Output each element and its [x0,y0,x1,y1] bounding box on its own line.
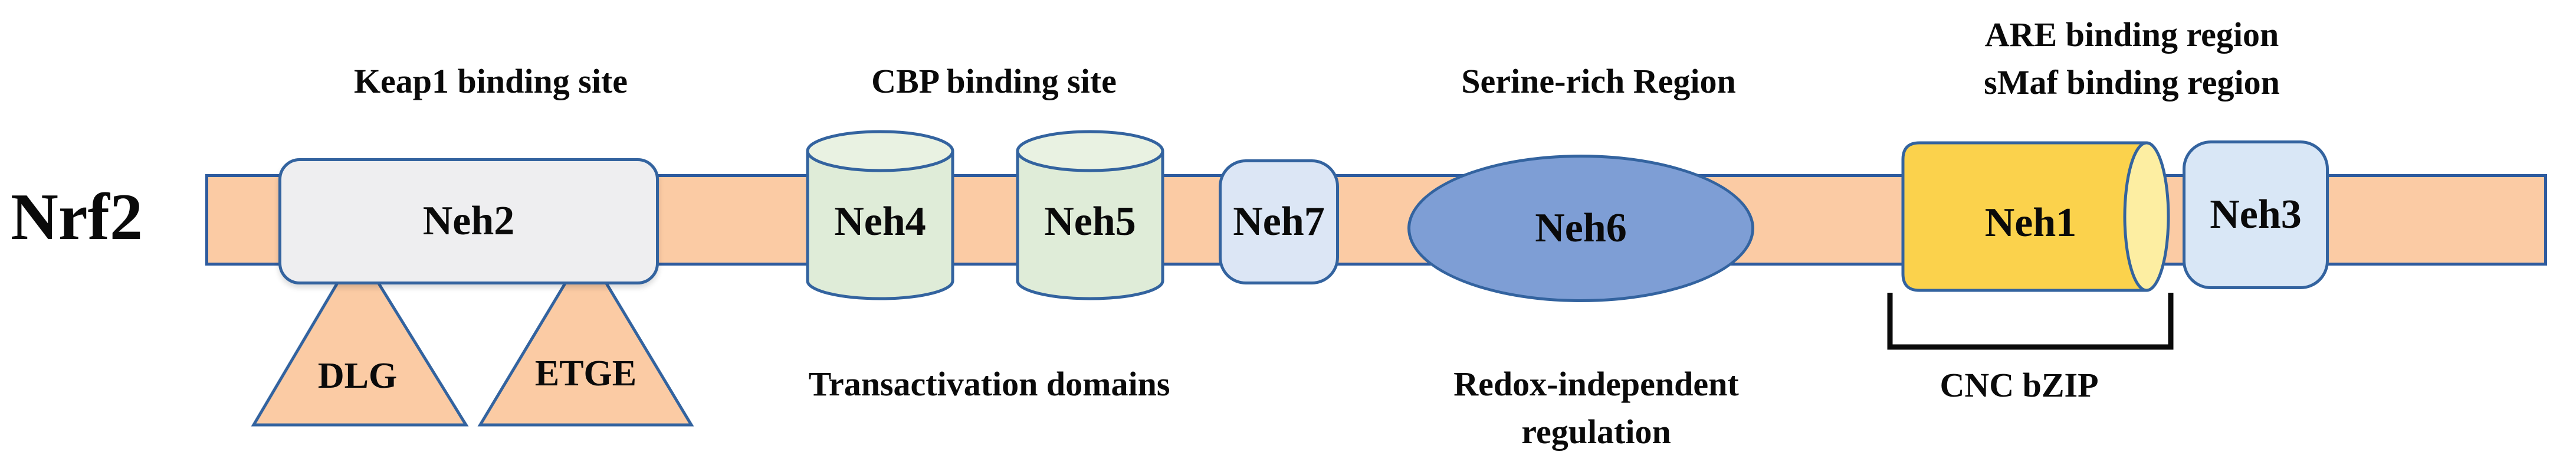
domain-neh5-cylinder [1016,130,1164,300]
domain-neh6-label: Neh6 [1535,205,1627,251]
smaf-binding-region-line: sMaf binding region [1984,63,2280,102]
redox-independent-line: Redox-independent [1453,365,1739,403]
protein-name: Nrf2 [11,181,143,254]
keap1-binding-site-label: Keap1 binding site [353,62,628,100]
regulation-line: regulation [1521,413,1671,451]
cnc-bzip-label: CNC bZIP [1940,366,2099,404]
dlg-motif-label: DLG [317,356,398,396]
are-binding-region-line: ARE binding region [1984,15,2279,54]
domain-neh7: Neh7 [1219,159,1339,284]
domain-neh5-label: Neh5 [1044,199,1136,244]
domain-neh2: Neh2 [278,158,659,284]
dlg-motif-triangle [251,246,469,427]
serine-rich-region-label: Serine-rich Region [1461,62,1736,100]
domain-neh3-label: Neh3 [2210,192,2302,237]
domain-neh2-label: Neh2 [422,198,515,244]
domain-neh1-cylinder [1901,141,2170,292]
domain-neh4-cylinder [806,130,954,300]
domain-neh7-label: Neh7 [1233,199,1325,244]
cnc-bzip-bracket [1887,293,2174,350]
cbp-binding-site-label: CBP binding site [871,62,1117,100]
etge-motif-triangle [477,246,694,427]
domain-neh1-label: Neh1 [1984,200,2077,246]
transactivation-domains-label: Transactivation domains [808,365,1170,403]
domain-neh3: Neh3 [2183,140,2329,289]
domain-neh6: Neh6 [1407,155,1754,302]
redox-independent-regulation-label: Redox-independent regulation [1360,360,1832,456]
domain-neh4-label: Neh4 [834,199,926,244]
etge-motif-label: ETGE [534,354,637,394]
are-smaf-binding-region-label: ARE binding region sMaf binding region [1896,11,2368,106]
